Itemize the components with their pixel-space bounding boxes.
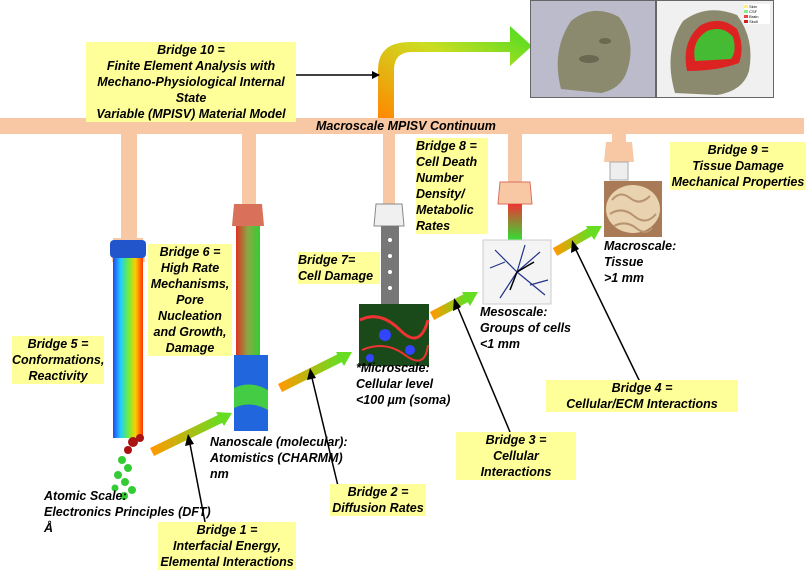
pointer-bridge-3: [457, 307, 511, 433]
fea-arrow: [378, 26, 532, 118]
scale-arrow-1: [150, 412, 232, 457]
hand-bridge-9: [604, 134, 634, 181]
hand-bridge-6: [232, 134, 268, 431]
bridge-4-box: Bridge 4 =Cellular/ECM Interactions: [546, 380, 738, 412]
microscale-label: *Microscale:Cellular level<100 µm (soma): [356, 361, 451, 407]
macroscale-continuum-bar: [0, 118, 804, 134]
bridge-1-box: Bridge 1 =Interfacial Energy,Elemental I…: [158, 522, 296, 570]
macroscale-label: Macroscale:Tissue>1 mm: [604, 239, 677, 285]
scale-arrow-2: [277, 352, 352, 393]
pointer-bridge-4: [575, 249, 641, 383]
pointer-bridge-1: [189, 443, 206, 523]
nanoscale-label: Nanoscale (molecular):Atomistics (CHARMM…: [210, 435, 348, 481]
mesoscale-neuron-image: [482, 239, 552, 305]
atomic-scale-label: Atomic Scale:Electronics Principles (DFT…: [44, 489, 211, 535]
mesoscale-label: Mesoscale:Groups of cells<1 mm: [480, 305, 571, 351]
fea-head-section-image: [656, 0, 774, 98]
atomic-molecule-icon: [111, 434, 144, 500]
continuum-label: Macroscale MPISV Continuum: [316, 119, 496, 133]
legend-skull: Skull: [749, 19, 758, 24]
bridge-5-box: Bridge 5 =Conformations,Reactivity: [12, 336, 105, 384]
legend-csf: CSF: [749, 9, 758, 14]
macroscale-tissue-image: [604, 181, 662, 237]
hand-bridge-7: [373, 134, 405, 306]
microscale-cell-image: [359, 304, 430, 366]
scale-arrow-3: [429, 292, 478, 320]
fea-legend: Skin CSF Brain Skull: [744, 4, 770, 24]
bridge-2-box: Bridge 2 =Diffusion Rates: [330, 484, 426, 516]
legend-skin: Skin: [749, 4, 757, 9]
bridge-7-box: Bridge 7=Cell Damage: [298, 252, 380, 284]
hand-bridge-5: [110, 134, 146, 438]
bridge-3-box: Bridge 3 =Cellular Interactions: [456, 432, 576, 480]
hand-bridge-8: [497, 134, 533, 240]
fea-head-mesh-image: [530, 0, 656, 98]
pointer-bridge-2: [311, 377, 339, 487]
legend-brain: Brain: [749, 14, 759, 19]
scale-arrow-4: [552, 226, 602, 256]
